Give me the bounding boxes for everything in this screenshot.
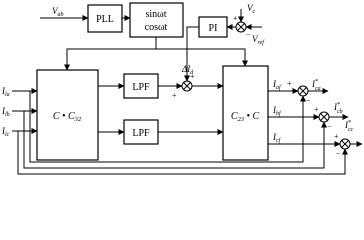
sum-junction-b xyxy=(318,111,330,123)
sign-b-plus: + xyxy=(314,105,319,114)
cos-label: cosωt xyxy=(145,22,168,33)
sincos-feed-wire-right xyxy=(156,48,248,67)
pi-label: PI xyxy=(209,23,218,34)
sign-vref-minus: − xyxy=(246,30,251,39)
clarke-park-transform-block xyxy=(36,69,99,161)
sum-junction-vref xyxy=(235,21,247,33)
ib-label: Ilb xyxy=(1,106,10,118)
transform-right-label: C23 • C xyxy=(231,111,260,123)
sign-a-plus: + xyxy=(287,79,292,88)
icf-label: Icf xyxy=(272,132,282,144)
sin-label: sinωt xyxy=(145,9,166,20)
sign-delta-plus-left: + xyxy=(172,91,177,100)
vref-label: Vref xyxy=(252,34,265,46)
sincos-feed-wire xyxy=(64,37,157,71)
ia-label: Ila xyxy=(1,86,10,98)
sign-c-minus: − xyxy=(336,149,341,158)
sum-junction-a xyxy=(297,85,309,97)
sign-c-plus: + xyxy=(334,132,339,141)
ia-feedforward-wire xyxy=(29,91,306,163)
ic-label: Ilc xyxy=(1,126,10,138)
pi-to-delta-sum-wire xyxy=(184,26,199,82)
inverse-transform-block xyxy=(222,65,269,161)
control-block-diagram: PLL sinωt cosωt PI C • C32 LPF LPF C23 •… xyxy=(1,2,363,175)
pll-label: PLL xyxy=(96,14,114,25)
sign-delta-plus-top: + xyxy=(190,72,195,81)
lpf-label-1: LPF xyxy=(132,82,150,93)
ibf-label: Ibf xyxy=(272,105,282,117)
vc-label: Vc xyxy=(247,3,256,15)
sign-vref-plus: + xyxy=(233,14,238,23)
sum-junction-delta-id xyxy=(181,80,193,92)
vab-label: Vab xyxy=(52,6,64,18)
iaf-label: Iaf xyxy=(272,79,282,91)
lpf-label-2: LPF xyxy=(132,128,150,139)
icb-label: I*cb xyxy=(333,102,343,115)
ib-feedforward-wire xyxy=(23,111,327,169)
icc-label: I*cc xyxy=(344,120,354,133)
sum-junction-c xyxy=(339,138,351,150)
sign-a-minus: − xyxy=(306,96,311,105)
sign-b-minus: − xyxy=(327,122,332,131)
transform-left-label: C • C32 xyxy=(53,111,82,123)
ic-feedforward-wire xyxy=(17,131,348,175)
delta-id-label: ΔId xyxy=(181,64,194,76)
ica-label: I*ca xyxy=(311,79,321,92)
sin-cos-block xyxy=(129,2,184,38)
